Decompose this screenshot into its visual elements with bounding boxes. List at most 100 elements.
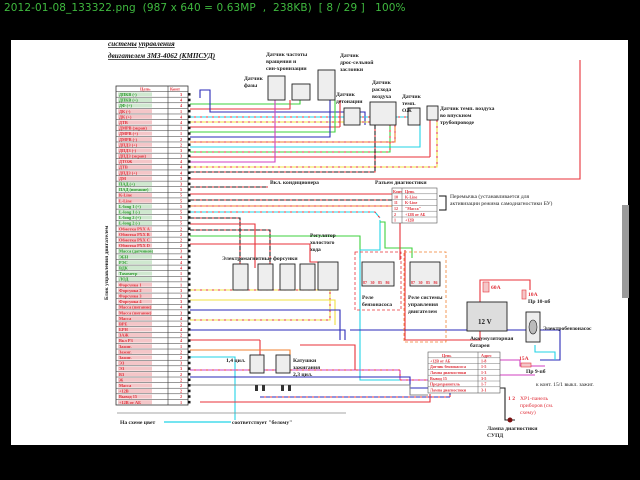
- ecu-pin-terminal: [188, 233, 191, 236]
- ecu-row-pin: 2: [180, 333, 182, 338]
- diag-row-pin: 2: [394, 212, 396, 217]
- ecu-table-row: ДМРВ (-)2: [119, 137, 182, 142]
- ecu-pin-terminal: [188, 378, 191, 382]
- ecu-table-row: ДПДЗ (-)3: [119, 148, 182, 153]
- wire: [200, 394, 431, 403]
- ecu-row-pin: 4: [180, 338, 183, 343]
- ecu-table-row: Зажиг.2: [119, 349, 182, 354]
- fuel-relay-pin-87: 87: [363, 280, 367, 285]
- wire: [500, 359, 545, 367]
- ecu-header-circuit: Цепь: [140, 87, 151, 92]
- throttle-sensor-icon: [317, 69, 336, 101]
- ecu-relay-outline: [403, 251, 447, 343]
- ecu-row-pin: 3: [180, 310, 182, 315]
- ecu-row-circuit: ДТВ: [119, 120, 128, 125]
- wire: [190, 299, 336, 325]
- ecu-pin-terminal: [188, 216, 191, 219]
- maf-sensor-icon: [369, 101, 397, 126]
- wire: [190, 289, 331, 321]
- phase-sensor-icon: [267, 75, 286, 101]
- ecu-row-pin: 1: [180, 126, 182, 131]
- fuel-pump-relay-icon: [361, 261, 395, 287]
- ecu-table-row: ДМРВ (экран)1: [119, 126, 182, 131]
- wire: [190, 235, 361, 258]
- diag-row-pin: 12: [394, 206, 398, 211]
- ecu-row-circuit: Обмотка РХХ B: [119, 232, 150, 237]
- ecu-row-circuit: Обмотка РХХ C: [119, 238, 150, 243]
- wire: [190, 100, 301, 105]
- ecu-pin-terminal: [188, 367, 191, 370]
- ecu-pin-terminal: [188, 238, 191, 242]
- ecu-row-circuit: L-long 2 (-): [119, 221, 140, 226]
- ecu-row-pin: 5: [180, 193, 182, 198]
- ecu-table-row: ДПКВ (-)3: [119, 92, 182, 97]
- ecu-row-circuit: ДПДЗ (-): [119, 148, 137, 153]
- wire-tracer: [190, 125, 376, 173]
- ecu-pin-terminal: [188, 193, 191, 197]
- diag-connector-title: Разъем диагностики: [375, 180, 427, 186]
- intake-air-sensor-icon: [426, 105, 439, 121]
- diag-header-circuit: Цепь: [405, 189, 415, 194]
- ecu-row-circuit: ДТОЖ: [119, 159, 133, 164]
- ecu-pin-terminal: [188, 210, 191, 214]
- ecu-pin-terminal: [188, 188, 191, 191]
- wire: [500, 387, 515, 421]
- wire: [190, 125, 391, 153]
- ecu-pin-terminal: [188, 255, 191, 258]
- ecu-pin-terminal: [188, 149, 191, 152]
- wire-tracer: [190, 100, 341, 128]
- wire: [190, 229, 271, 268]
- ecu-pin-terminal: [188, 171, 191, 174]
- ecu-row-pin: 4: [180, 170, 183, 175]
- ecu-row-pin: 4: [180, 260, 183, 265]
- ecu-row-circuit: ДФ (+): [119, 103, 133, 108]
- ecu-row-pin: 3: [180, 288, 182, 293]
- battery-icon: [466, 301, 508, 332]
- ecu-row-circuit: ДПКВ (-): [119, 92, 137, 97]
- knock-sensor-icon: [343, 107, 361, 126]
- ecu-pin-terminal: [188, 205, 191, 208]
- wire-tracer: [190, 217, 241, 268]
- ecu-row-pin: 5: [180, 210, 182, 215]
- ecu-row-circuit: БРН: [119, 327, 128, 332]
- harness-row-circuit: +12В от АБ: [430, 358, 451, 363]
- wire: [190, 125, 396, 143]
- ecu-row-circuit: Обмотка РХХ D: [119, 243, 150, 248]
- ecu-pin-terminal: [188, 109, 191, 113]
- side-panel-tab[interactable]: [622, 205, 629, 298]
- ecu-pin-terminal: [188, 177, 191, 180]
- ecu-pin-terminal: [188, 356, 191, 359]
- ecu-row-pin: 4: [180, 114, 183, 119]
- ecu-row-circuit: ДПДЗ (+): [119, 170, 138, 175]
- ecu-pin-terminal: [188, 311, 191, 314]
- ecu-row-circuit: ДК (+): [119, 114, 132, 119]
- harness-row-address: 1-8: [481, 358, 486, 363]
- ecu-row-circuit: L-long 1 (-): [119, 210, 140, 215]
- ecu-pin-terminal: [188, 93, 191, 96]
- wire: [190, 100, 291, 110]
- ecu-row-pin: 2: [180, 372, 182, 377]
- ecu-pin-terminal: [188, 266, 191, 270]
- ecu-pin-terminal: [188, 400, 191, 404]
- ecu-row-pin: 3: [180, 154, 182, 159]
- diag-row-circuit: +12В от АБ: [405, 212, 426, 217]
- ecu-row-pin: 3: [180, 182, 182, 187]
- diag-row-circuit: K-Line: [405, 200, 417, 205]
- ecu-row-pin: 2: [180, 137, 182, 142]
- wire: [190, 243, 318, 263]
